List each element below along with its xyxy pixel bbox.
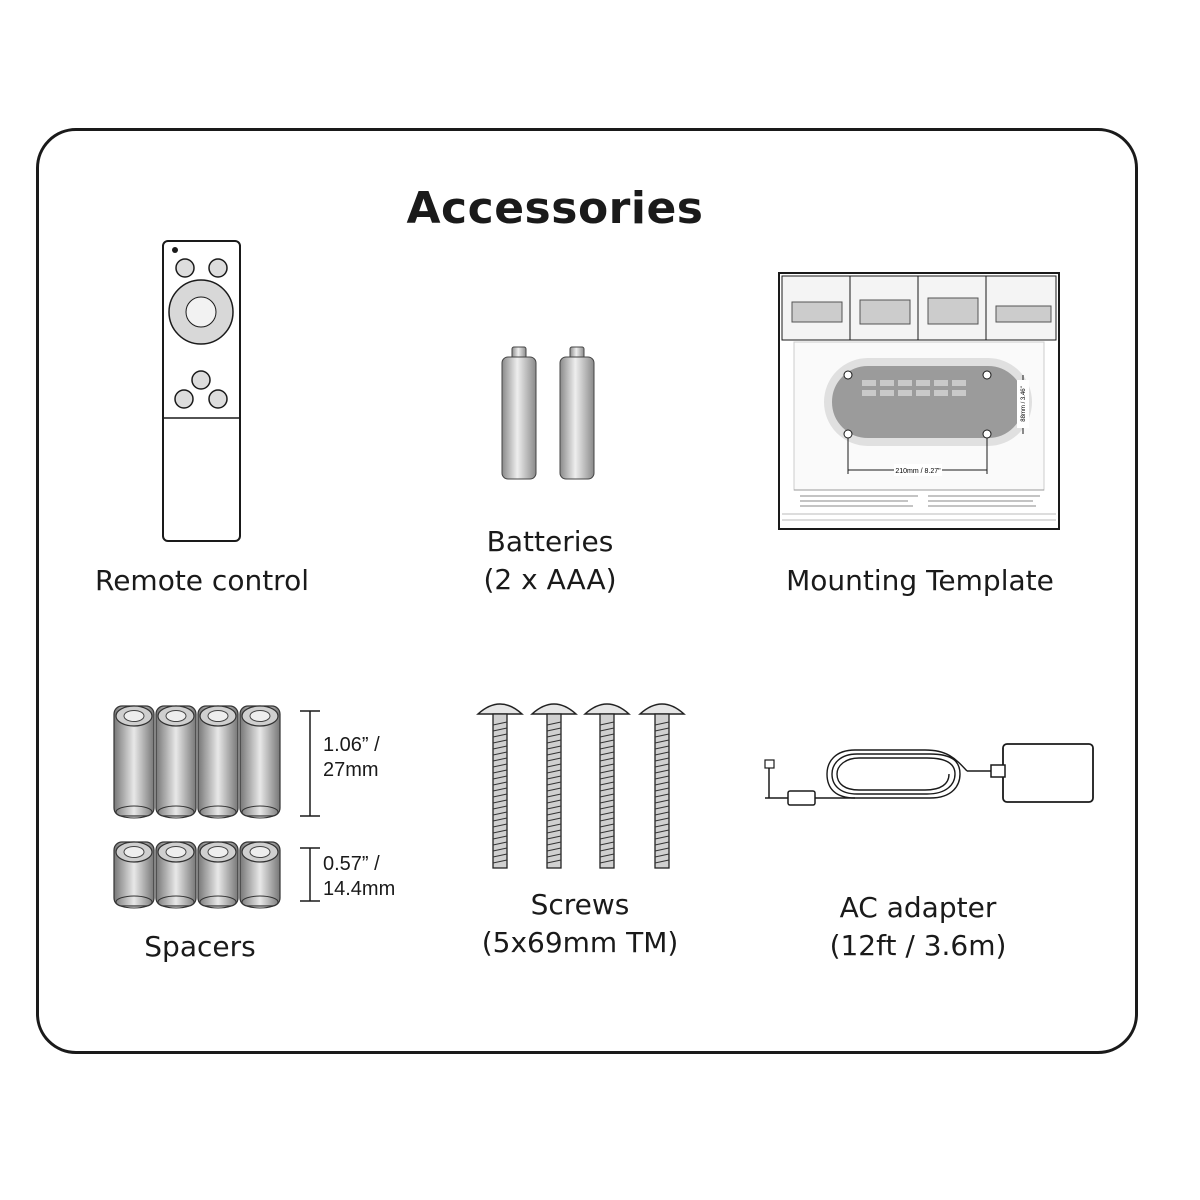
screw	[476, 703, 524, 869]
mounting-template-illustration: 210mm / 8.27" 88mm / 3.46"	[778, 272, 1060, 530]
remote-control-label: Remote control	[95, 564, 309, 597]
screws-label: Screws (5x69mm TM)	[481, 888, 679, 959]
spacer-long-dimension: 1.06” / 27mm	[323, 734, 380, 781]
remote-control-illustration	[162, 240, 241, 542]
short-spacer	[155, 841, 197, 909]
spacer-short-dimension: 0.57” / 14.4mm	[323, 853, 396, 900]
screw	[583, 703, 631, 869]
template-height-label: 88mm / 3.46"	[1021, 386, 1027, 421]
ac-adapter-label: AC adapter (12ft / 3.6m)	[829, 891, 1007, 962]
ac-adapter-illustration	[764, 743, 1094, 806]
long-spacer	[197, 705, 239, 819]
mounting-template-label: Mounting Template	[786, 564, 1054, 597]
spacers-illustration	[113, 705, 281, 909]
long-spacer	[113, 705, 155, 819]
short-spacer	[239, 841, 281, 909]
spacers-label: Spacers	[144, 930, 256, 963]
short-spacer	[113, 841, 155, 909]
batteries-illustration	[501, 346, 595, 480]
template-width-label: 210mm / 8.27"	[895, 468, 941, 475]
long-spacer	[239, 705, 281, 819]
short-spacer	[197, 841, 239, 909]
spacer-dimension-lines	[300, 710, 320, 902]
screw	[530, 703, 578, 869]
long-spacer	[155, 705, 197, 819]
batteries-label: Batteries (2 x AAA)	[483, 525, 617, 596]
accessories-frame	[36, 128, 1138, 1054]
screw	[638, 703, 686, 869]
page-title: Accessories	[406, 183, 704, 234]
screws-illustration	[476, 703, 686, 869]
